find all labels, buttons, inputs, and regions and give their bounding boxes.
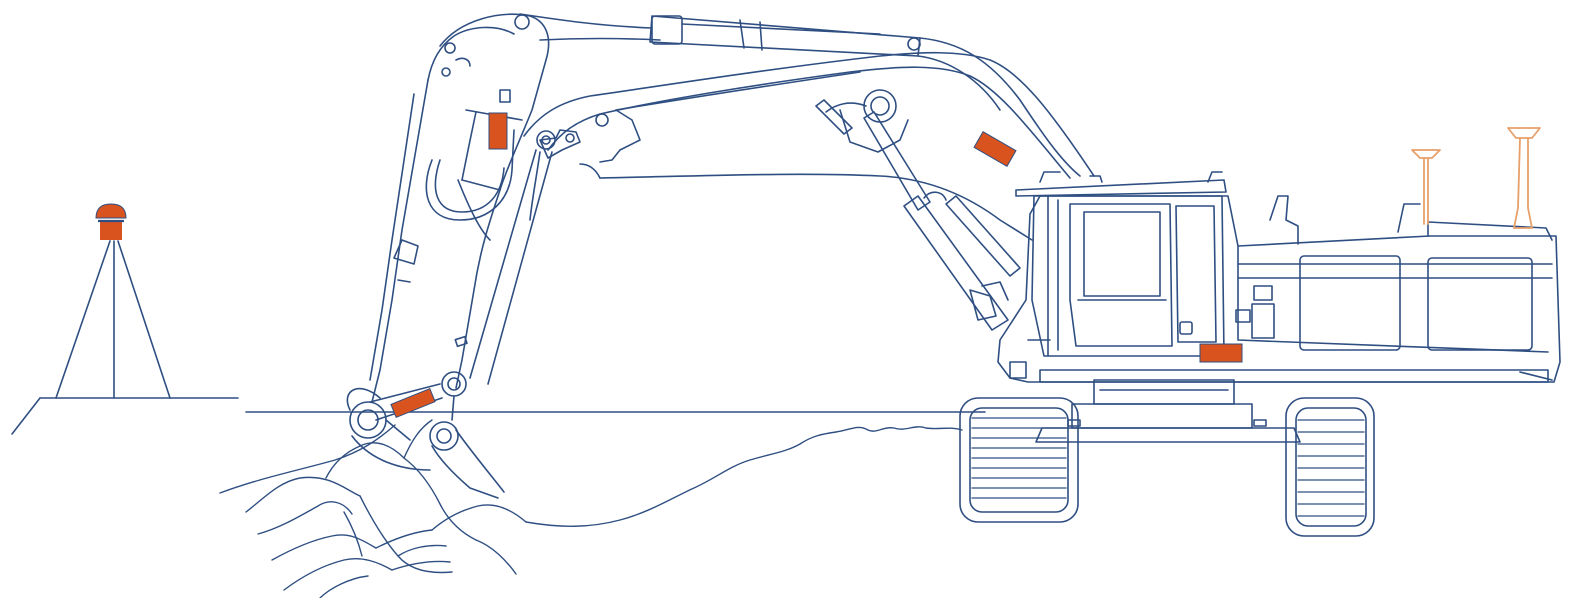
tripod: [55, 240, 171, 399]
house: [997, 195, 1561, 383]
bucket-linkage: [369, 129, 581, 499]
stick: [369, 13, 550, 403]
stick-cylinder: [519, 13, 1081, 177]
base-station: [55, 203, 171, 399]
stick-sensor: [488, 112, 508, 150]
left-track: [959, 397, 1079, 523]
gnss-receiver-icon: [95, 203, 127, 240]
cab: [1015, 171, 1227, 357]
hydraulic-hoses: [393, 129, 515, 283]
bucket: [346, 387, 431, 471]
excavator: [346, 13, 1561, 537]
boom: [523, 51, 1095, 241]
gnss-antennas: [1411, 127, 1541, 229]
undercarriage: [1035, 379, 1301, 443]
body-sensor: [1199, 343, 1243, 363]
sensors: [390, 112, 1243, 419]
boom-sensor: [973, 131, 1017, 167]
right-track: [1285, 397, 1375, 537]
antenna-front-icon: [1411, 149, 1441, 225]
ground: [11, 397, 986, 435]
soil-and-rocks: [219, 419, 963, 598]
antenna-rear-icon: [1507, 127, 1541, 229]
boom-cylinder: [863, 111, 1021, 331]
bucket-linkage-sensor: [390, 387, 436, 419]
